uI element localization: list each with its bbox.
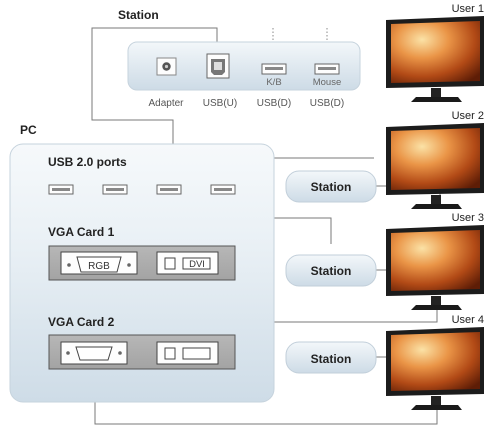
station-box-2: Station	[285, 254, 377, 287]
station-top-title: Station	[118, 8, 159, 22]
rgb-label: RGB	[88, 261, 110, 272]
station-box-3: Station	[285, 341, 377, 374]
station-2-label: Station	[311, 264, 352, 278]
dvi-label: DVI	[189, 259, 205, 270]
dvi-port-icon	[164, 257, 211, 270]
mouse-port-label: Mouse	[313, 77, 342, 88]
kb-port-label: K/B	[266, 77, 281, 88]
vga-rgb-port-icon	[67, 256, 131, 273]
usb-a-port-icon	[210, 184, 236, 195]
user-2-label: User 2	[452, 110, 484, 122]
monitor-user-4: User 4	[386, 314, 484, 410]
user-1-label: User 1	[452, 3, 484, 15]
pc-usb-ports	[48, 184, 236, 195]
monitor-user-1: User 1	[386, 3, 484, 102]
station-box-1: Station	[285, 170, 377, 203]
usb-b-port-icon	[206, 53, 230, 79]
usb-d-kb-label: USB(D)	[257, 98, 291, 109]
monitor-user-3: User 3	[386, 212, 484, 310]
usb-section-title: USB 2.0 ports	[48, 155, 127, 169]
usb-a-port-icon	[156, 184, 182, 195]
usb-a-port-icon	[102, 184, 128, 195]
vga-card-1-title: VGA Card 1	[48, 225, 115, 239]
vga-card-2-title: VGA Card 2	[48, 315, 115, 329]
station-top-box	[127, 41, 361, 91]
dvi-port-icon	[164, 347, 211, 360]
usb-a-port-icon	[261, 63, 287, 75]
user-4-label: User 4	[452, 314, 484, 326]
station-3-label: Station	[311, 352, 352, 366]
line-station-usb-to-pc-usb3	[91, 27, 218, 190]
station-1-label: Station	[311, 180, 352, 194]
usb-d-mouse-label: USB(D)	[310, 98, 344, 109]
adapter-label: Adapter	[148, 98, 184, 109]
usb-u-label: USB(U)	[203, 98, 237, 109]
power-jack-icon	[156, 57, 177, 76]
usb-a-port-icon	[314, 63, 340, 75]
usb-a-port-icon	[48, 184, 74, 195]
monitor-user-2: User 2	[386, 110, 484, 209]
pc-title: PC	[20, 123, 37, 137]
user-3-label: User 3	[452, 212, 484, 224]
vga-rgb-port-icon	[66, 346, 122, 361]
